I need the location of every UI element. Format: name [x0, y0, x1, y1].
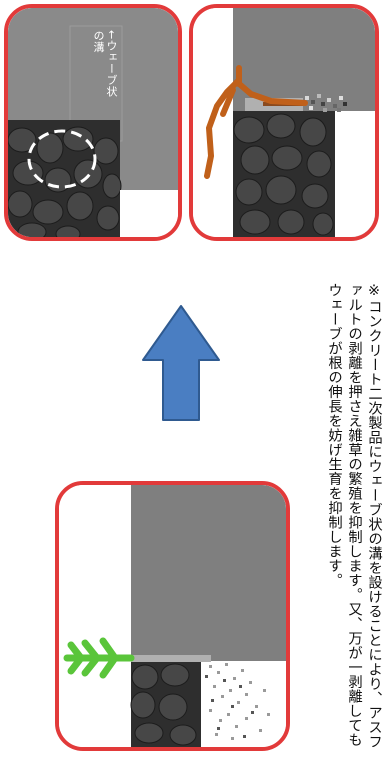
caption-text: ※コンクリート二次製品にウェーブ状の溝を設けることにより、アスファルトの剥離を押…	[326, 283, 382, 749]
root-icon	[204, 65, 308, 179]
gravel-speckle-dark	[205, 675, 254, 738]
groove-highlight-circle	[27, 129, 97, 189]
weed-growth-illustration	[59, 485, 286, 747]
root-blocked-illustration	[193, 8, 375, 237]
panel-root-blocked	[189, 4, 379, 241]
wave-groove-illustration	[8, 8, 178, 237]
weed-icon	[63, 637, 135, 679]
concrete-block	[131, 485, 286, 661]
gravel-speckle	[209, 663, 270, 740]
panel-wave-groove: ←ウェーブ状 の溝	[4, 4, 182, 241]
arrow-up-icon	[142, 305, 220, 421]
groove-label: ←ウェーブ状 の溝	[92, 30, 118, 98]
joint-sealant	[131, 655, 211, 662]
gravel-debris	[305, 94, 347, 112]
panel-weed-growth	[55, 481, 290, 751]
